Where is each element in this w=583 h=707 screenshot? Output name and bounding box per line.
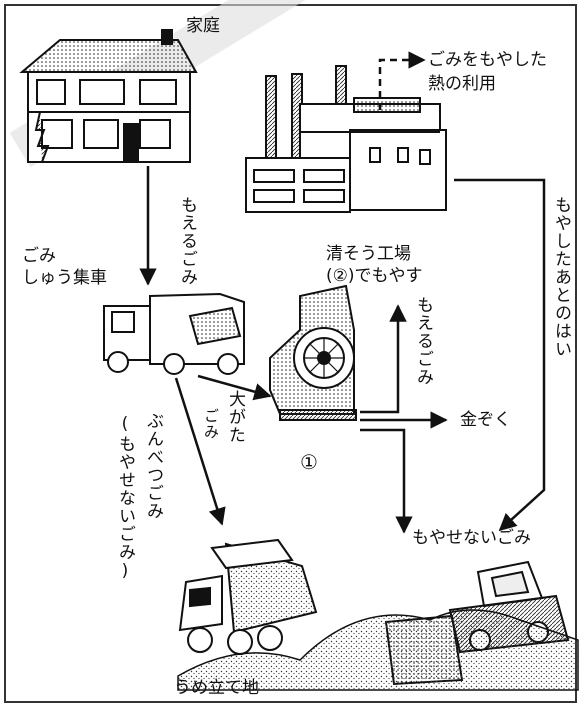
incinerator-illustration [269, 284, 357, 421]
landfill-label: うめ立て地 [174, 678, 259, 698]
burnable-garbage-mid-label: もえるごみ [413, 296, 433, 386]
dump-truck-illustration [178, 538, 318, 655]
home-label: 家庭 [186, 16, 220, 36]
heat-use-label-line1: ごみをもやした [428, 50, 547, 70]
facility-number-label: ① [300, 450, 318, 474]
metals-label: 金ぞく [460, 410, 511, 430]
heat-dashed-arrow [378, 51, 426, 110]
factory-illustration [245, 65, 447, 213]
landfill-ground [177, 609, 579, 691]
ash-after-burning-label: もやしたあとのはい [551, 196, 571, 358]
cleaning-plant-label-line2: (②)でもやす [326, 266, 423, 286]
nonburnable-garbage-label: もやせないごみ [412, 528, 531, 548]
separated-garbage-note-label: (もやせないごみ) [115, 414, 135, 582]
house-illustration [19, 29, 198, 163]
garbage-truck-illustration [103, 292, 245, 375]
burnable-garbage-top-label: もえるごみ [177, 196, 197, 286]
garbage-truck-label-line2: しゅう集車 [22, 268, 107, 288]
garbage-truck-label-line1: ごみ [22, 246, 56, 266]
flow-arrows [139, 166, 546, 534]
bulky-garbage-label-big: 大がた [225, 390, 245, 444]
separated-garbage-label: ぶんべつごみ [143, 412, 163, 520]
heat-use-label-line2: 熱の利用 [428, 74, 496, 94]
bulky-garbage-label: ごみ [202, 408, 220, 440]
cleaning-plant-label-line1: 清そう工場 [326, 244, 411, 264]
